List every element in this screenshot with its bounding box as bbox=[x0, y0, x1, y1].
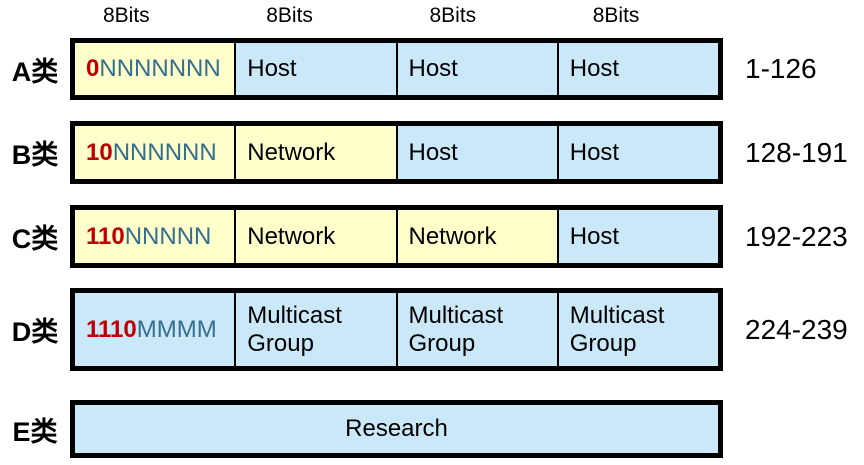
class-b-bit-rest: NNNNNN bbox=[112, 138, 217, 166]
bits-header-3: 8Bits bbox=[429, 4, 477, 27]
class-c-bit-prefix: 110 bbox=[86, 222, 125, 250]
class-b-cell-4: Host bbox=[556, 126, 718, 179]
class-a-cell-4: Host bbox=[556, 43, 718, 95]
class-e-cell: Research bbox=[75, 405, 718, 453]
class-d-bit-prefix: 1110 bbox=[86, 315, 137, 343]
class-d-cell-3: Multicast Group bbox=[395, 293, 557, 366]
class-d-cell-2: Multicast Group bbox=[234, 293, 396, 366]
class-c-cell-2: Network bbox=[234, 210, 396, 263]
bits-header-2: 8Bits bbox=[266, 4, 313, 27]
class-a-cell-3: Host bbox=[395, 43, 557, 95]
class-a-cell-2: Host bbox=[234, 43, 396, 95]
class-c-bit-rest: NNNNN bbox=[124, 222, 212, 250]
bits-header-1: 8Bits bbox=[103, 4, 150, 27]
class-c-cell-4: Host bbox=[556, 210, 718, 263]
class-d-range: 224-239 bbox=[745, 313, 848, 345]
class-e-box: Research bbox=[70, 400, 723, 458]
class-c-cell-3: Network bbox=[395, 210, 557, 263]
class-e-label: E类 bbox=[12, 416, 58, 447]
class-a-range: 1-126 bbox=[745, 53, 817, 84]
bits-header-row: 8Bits 8Bits 8Bits 8Bits bbox=[0, 0, 864, 38]
class-a-bit-prefix: 0 bbox=[86, 55, 100, 83]
class-b-bit-prefix: 10 bbox=[86, 138, 113, 166]
class-e-row: E类 Research bbox=[0, 400, 864, 458]
class-b-label: B类 bbox=[11, 140, 59, 170]
class-b-cell-3: Host bbox=[395, 126, 557, 179]
class-d-label: D类 bbox=[11, 317, 59, 347]
class-e-range bbox=[723, 400, 864, 458]
class-b-range: 128-191 bbox=[745, 136, 848, 168]
class-c-label: C类 bbox=[11, 224, 59, 254]
bits-header-columns: 8Bits 8Bits 8Bits 8Bits bbox=[70, 3, 723, 29]
class-b-cell-2: Network bbox=[234, 126, 396, 179]
class-d-bit-rest: MMMM bbox=[136, 315, 217, 343]
class-d-cell-4: Multicast Group bbox=[556, 293, 718, 366]
class-a-bit-rest: NNNNNNN bbox=[99, 55, 221, 83]
class-c-range: 192-223 bbox=[745, 220, 848, 252]
class-a-label: A类 bbox=[11, 56, 59, 87]
bits-header-4: 8Bits bbox=[592, 4, 640, 27]
